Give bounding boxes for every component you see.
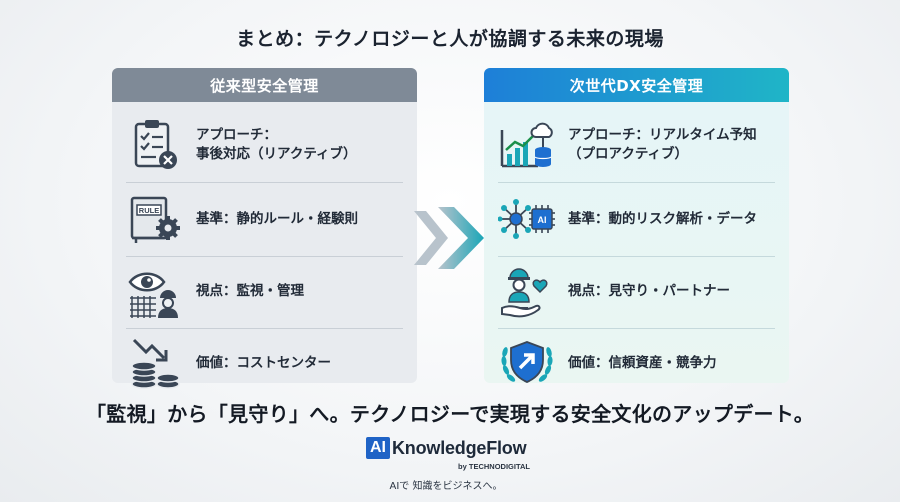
- page-title: まとめ：テクノロジーと人が協調する未来の現場: [236, 28, 664, 50]
- logo-ai-badge: AI: [366, 437, 390, 459]
- nextgen-row-standard: AI 基準：動的リスク解析・データ: [498, 188, 775, 250]
- divider: [498, 328, 775, 329]
- coins-down-arrow-icon: [131, 338, 180, 389]
- eye-worker-icon: [128, 272, 178, 318]
- nextgen-row-viewpoint: 視点：見守り・パートナー: [498, 260, 775, 322]
- traditional-approach-line2: 事後対応（リアクティブ）: [196, 146, 357, 162]
- nextgen-value-text: 価値：信頼資産・競争力: [568, 354, 717, 371]
- traditional-row-standard: RULE 基準：静的ルール・経験則: [126, 188, 403, 250]
- rule-label: RULE: [139, 206, 159, 215]
- traditional-approach-line1: アプローチ：: [196, 127, 277, 143]
- traditional-panel: 従来型安全管理 アプローチ： 事後対応（リアクティブ）: [112, 68, 417, 389]
- divider: [498, 256, 775, 257]
- slogan: 「監視」から「見守り」へ。テクノロジーで実現する安全文化のアップデート。: [86, 402, 814, 426]
- nextgen-approach-line1: アプローチ：リアルタイム予知: [568, 127, 757, 143]
- traditional-row-approach: アプローチ： 事後対応（リアクティブ）: [126, 114, 403, 176]
- ai-network-icon: AI: [498, 199, 555, 239]
- divider: [498, 182, 775, 183]
- traditional-viewpoint-text: 視点：監視・管理: [196, 282, 304, 299]
- nextgen-approach-line2: （プロアクティブ）: [568, 146, 689, 162]
- traditional-value-text: 価値：コストセンター: [196, 354, 331, 371]
- worker-heart-hand-icon: [501, 268, 548, 318]
- logo-byline: by TECHNODIGITAL: [458, 462, 530, 471]
- nextgen-row-value: 価値：信頼資産・競争力: [498, 332, 775, 394]
- traditional-row-value: 価値：コストセンター: [126, 332, 403, 394]
- divider: [126, 328, 403, 329]
- nextgen-standard-text: 基準：動的リスク解析・データ: [568, 210, 757, 227]
- divider: [126, 256, 403, 257]
- transition-arrow-icon: [414, 207, 484, 269]
- nextgen-panel-header: 次世代DX安全管理: [484, 68, 789, 102]
- divider: [126, 182, 403, 183]
- traditional-standard-text: 基準：静的ルール・経験則: [196, 210, 358, 227]
- logo-tagline: AIで 知識をビジネスへ。: [389, 481, 503, 492]
- shield-laurel-icon: [501, 341, 553, 383]
- clipboard-x-icon: [134, 120, 177, 169]
- chart-cloud-database-icon: [500, 122, 553, 168]
- rule-book-gear-icon: RULE: [130, 196, 180, 243]
- nextgen-viewpoint-text: 視点：見守り・パートナー: [568, 282, 730, 299]
- nextgen-row-approach: アプローチ：リアルタイム予知 （プロアクティブ）: [498, 114, 775, 176]
- logo-wordmark: AI KnowledgeFlow: [366, 435, 536, 461]
- knowledgeflow-logo: AI KnowledgeFlow by TECHNODIGITAL AIで 知識…: [366, 435, 536, 495]
- logo-brand-name: KnowledgeFlow: [392, 437, 527, 458]
- traditional-row-viewpoint: 視点：監視・管理: [126, 260, 403, 322]
- nextgen-panel: 次世代DX安全管理 アプローチ：リアルタイム予知 （プロアクティブ）: [484, 68, 789, 383]
- traditional-panel-header: 従来型安全管理: [112, 68, 417, 102]
- ai-chip-label: AI: [538, 215, 547, 225]
